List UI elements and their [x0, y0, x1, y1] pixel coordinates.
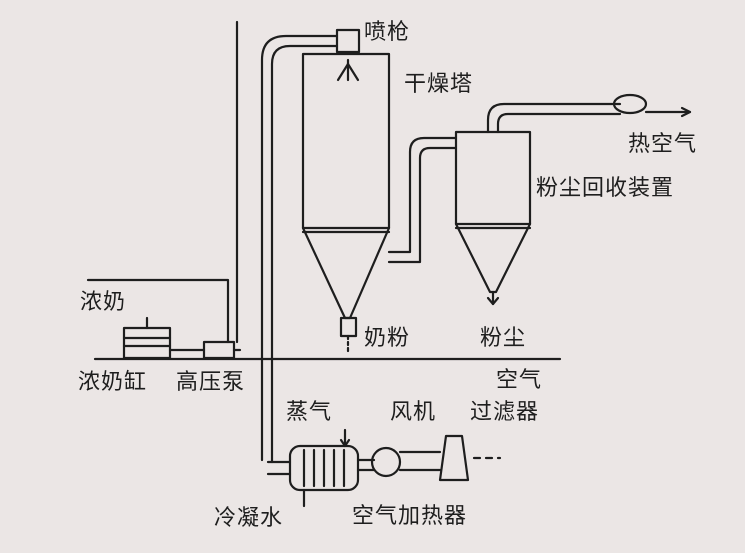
hot-air-label: 热空气 [628, 132, 698, 157]
spray-gun-icon [336, 58, 360, 82]
air-heater [266, 428, 360, 508]
dust-collector [454, 130, 532, 306]
milk-tank [122, 316, 172, 360]
exhaust-pipe [486, 93, 692, 134]
hot-air-duct [260, 34, 339, 464]
high-pressure-pump [168, 340, 242, 360]
air-filter-label-line2: 过滤器 [470, 400, 540, 425]
drying-tower [301, 28, 391, 354]
drying-tower-label: 干燥塔 [404, 72, 474, 97]
condensate-label: 冷凝水 [214, 506, 284, 531]
steam-label: 蒸气 [286, 400, 333, 425]
concentrated-milk-label: 浓奶 [80, 290, 127, 315]
transfer-duct [387, 136, 457, 264]
milk-powder-label: 奶粉 [364, 326, 411, 351]
fan-label: 风机 [390, 400, 437, 425]
high-pressure-pump-label: 高压泵 [176, 370, 246, 395]
air-filter [438, 434, 502, 482]
spray-gun-label: 喷枪 [364, 20, 411, 45]
air-heater-label: 空气加热器 [352, 504, 468, 529]
milk-feed-line [86, 278, 230, 344]
dust-collector-label: 粉尘回收装置 [536, 176, 675, 201]
milk-tank-label: 浓奶缸 [78, 370, 148, 395]
air-filter-label-line1: 空气 [496, 368, 543, 393]
dust-label: 粉尘 [480, 326, 527, 351]
fan [356, 446, 442, 478]
